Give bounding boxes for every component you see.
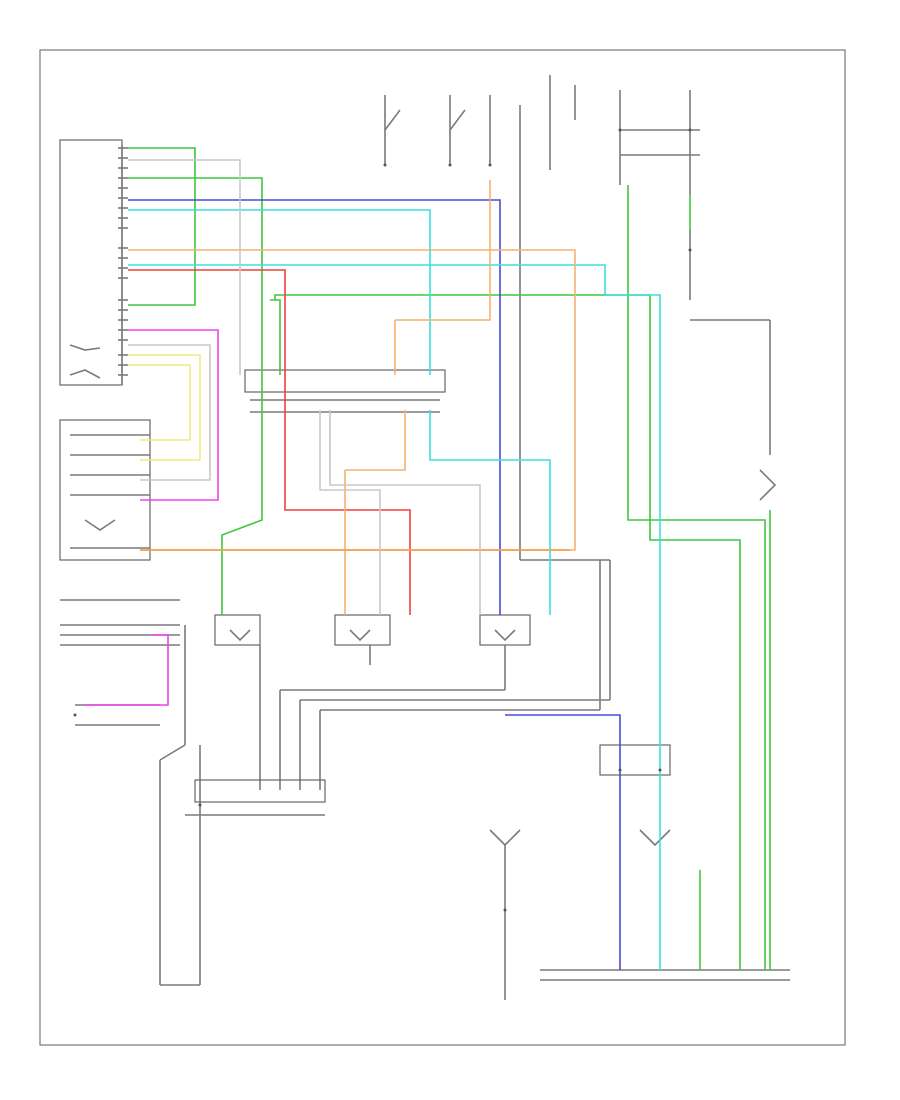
yellow-wires [128,159,481,615]
green-wires [128,147,771,970]
gray-bus-lines [159,559,611,986]
red-wire [128,269,411,615]
relay-right [479,614,531,646]
diagram-frame [39,49,846,1046]
ecm-connector-block [59,139,128,386]
cyan-wires [128,209,661,970]
bottom-connector [185,779,326,816]
junction-dots [383,128,692,772]
orange-wires [128,180,576,615]
lower-left-modules [59,419,180,726]
relay-center [334,614,391,646]
relay-left [214,614,261,646]
blue-wires [128,199,621,970]
right-bottom-module [489,744,790,1000]
magenta-wires [85,329,219,706]
mid-connector [244,369,446,413]
ecm-pin-ticks [118,147,128,376]
top-fuse-group [384,75,777,560]
